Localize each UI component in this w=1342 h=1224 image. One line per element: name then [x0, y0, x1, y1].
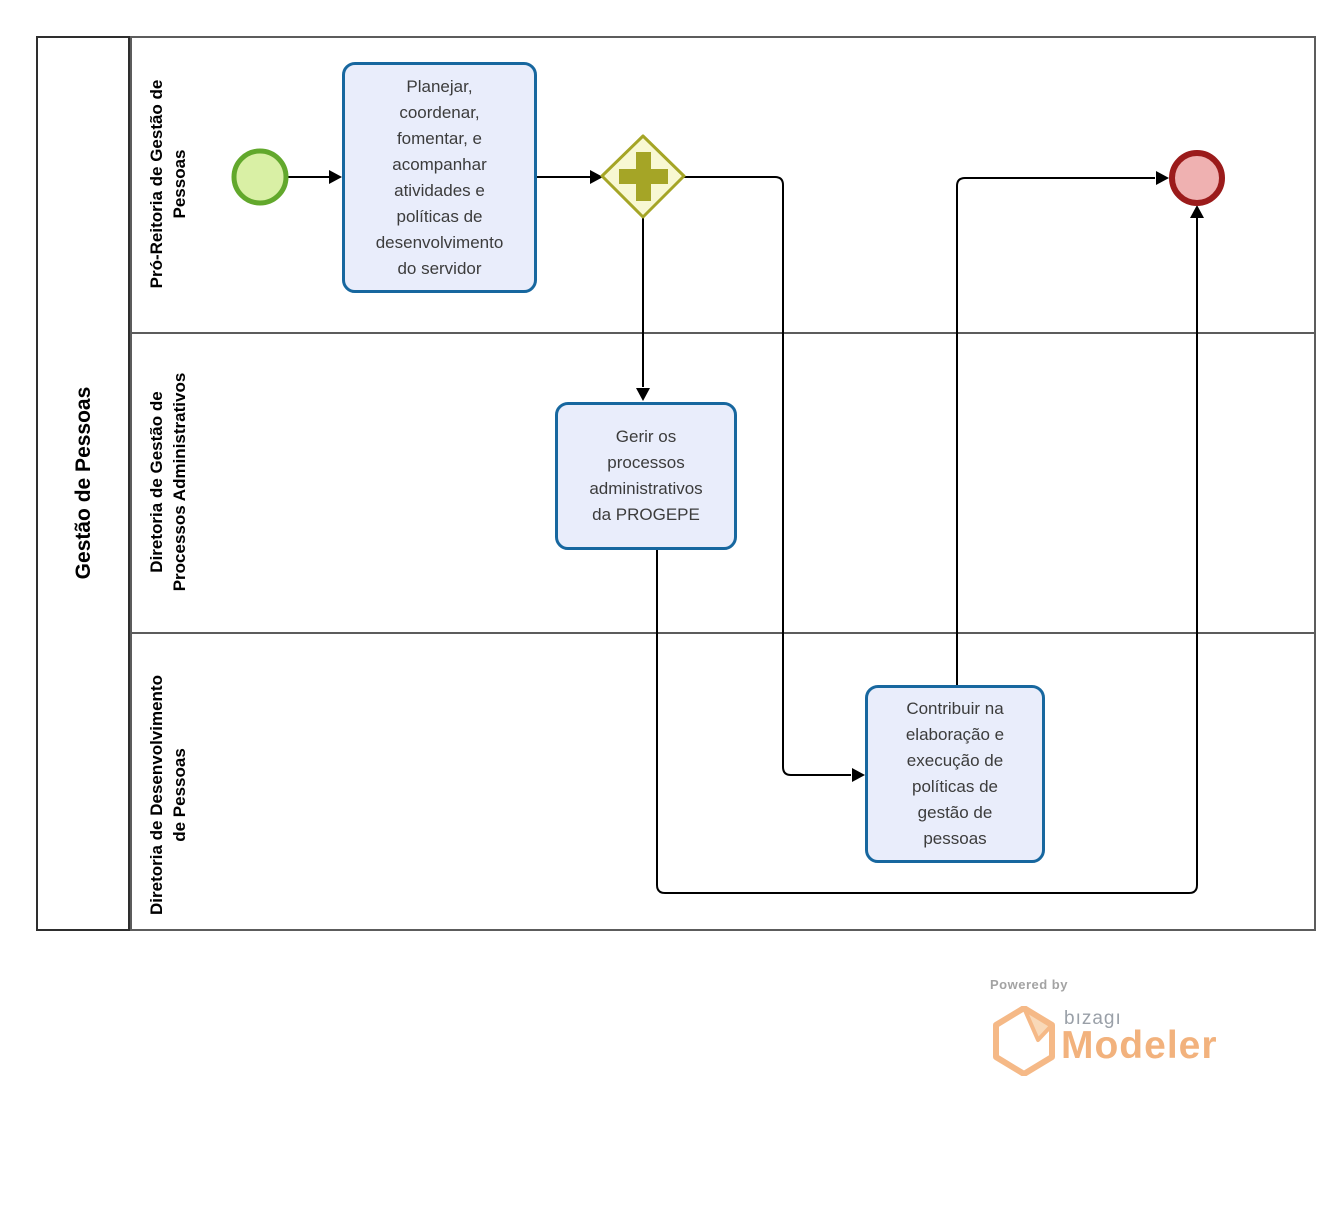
end-event-circle: [1169, 150, 1225, 206]
arrowhead-into-end-bottom: [1190, 205, 1204, 218]
arrowhead-into-planejar: [329, 170, 342, 184]
flow-gateway-to-contribuir: [683, 176, 851, 776]
start-event-circle: [231, 148, 289, 206]
arrowhead-into-gateway: [590, 170, 603, 184]
modeler-product-text: Modeler: [1061, 1024, 1218, 1067]
lane-divider-2: [130, 632, 1316, 634]
arrowhead-into-contribuir: [852, 768, 865, 782]
flow-gerir-to-end: [656, 218, 1198, 894]
arrowhead-into-end-left: [1156, 171, 1169, 185]
end-event: [1169, 150, 1225, 206]
task-contribuir: Contribuir na elaboração e execução de p…: [865, 685, 1045, 863]
powered-by-text: Powered by: [990, 977, 1068, 992]
task-planejar: Planejar, coordenar, fomentar, e acompan…: [342, 62, 537, 293]
bizagi-brand-text: bızagı: [1064, 1008, 1122, 1029]
bizagi-modeler-logo: Powered by bızagı Modeler: [985, 975, 1255, 1090]
flow-contribuir-to-end: [956, 177, 1155, 685]
lane-divider-1: [130, 332, 1316, 334]
parallel-gateway: [600, 134, 686, 219]
pool-title-column: [36, 36, 130, 931]
start-event: [231, 148, 289, 206]
task-gerir: Gerir os processos administrativos da PR…: [555, 402, 737, 550]
plus-icon: [619, 152, 668, 201]
arrowhead-into-gerir: [636, 388, 650, 401]
bizagi-hexagon-icon: [993, 1006, 1055, 1076]
pool-lane-area: [130, 36, 1316, 931]
